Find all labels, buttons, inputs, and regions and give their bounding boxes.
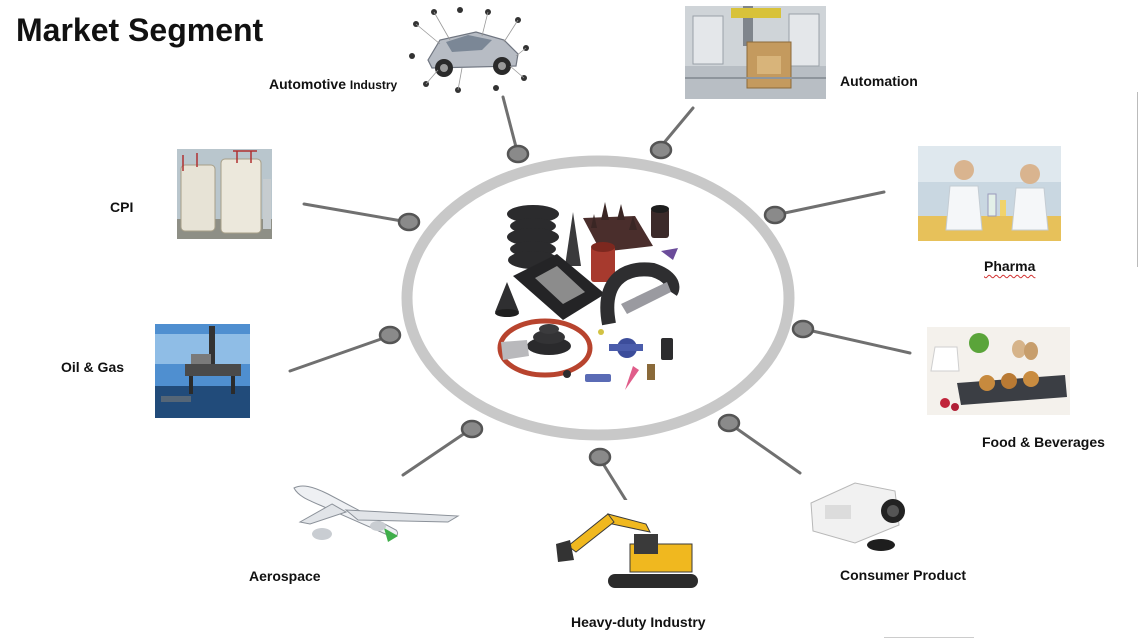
pharma-image xyxy=(918,146,1061,241)
aerospace-image xyxy=(288,478,460,558)
connector-cpi xyxy=(302,202,404,223)
connector-automotive xyxy=(501,95,518,149)
food-image xyxy=(927,327,1070,415)
label-cpi: CPI xyxy=(110,199,134,215)
label-automotive-small: Industry xyxy=(349,78,398,92)
label-automation: Automation xyxy=(840,73,918,89)
cpi-image xyxy=(177,149,272,239)
node-oilgas xyxy=(378,325,402,345)
connector-aerospace xyxy=(401,429,470,477)
label-automotive: Automotive Industry xyxy=(269,76,397,92)
footer-divider xyxy=(884,637,974,638)
connector-pharma xyxy=(778,190,886,216)
node-cpi xyxy=(397,212,421,232)
node-heavy xyxy=(588,447,612,467)
label-pharma: Pharma xyxy=(984,258,1036,274)
connector-oilgas xyxy=(288,336,386,373)
automation-image xyxy=(685,6,826,99)
node-automation xyxy=(649,140,673,160)
oilgas-image xyxy=(155,324,250,418)
node-automotive xyxy=(506,144,530,164)
label-aerospace: Aerospace xyxy=(249,568,321,584)
consumer-image xyxy=(805,473,913,555)
hub-rubber-parts-image xyxy=(493,196,693,396)
label-automotive-main: Automotive xyxy=(269,76,346,92)
automotive-image xyxy=(406,4,534,96)
heavy-image xyxy=(548,500,710,598)
label-heavy: Heavy-duty Industry xyxy=(571,614,706,630)
hub-ring xyxy=(401,155,795,441)
node-pharma xyxy=(763,205,787,225)
node-aerospace xyxy=(460,419,484,439)
connector-food xyxy=(806,328,912,355)
label-food: Food & Beverages xyxy=(982,434,1105,450)
node-food xyxy=(791,319,815,339)
page-title: Market Segment xyxy=(16,12,264,48)
connector-automation xyxy=(661,106,695,146)
label-oilgas: Oil & Gas xyxy=(61,359,125,375)
label-consumer: Consumer Product xyxy=(840,567,967,583)
node-consumer xyxy=(717,413,741,433)
connector-consumer xyxy=(731,424,802,475)
